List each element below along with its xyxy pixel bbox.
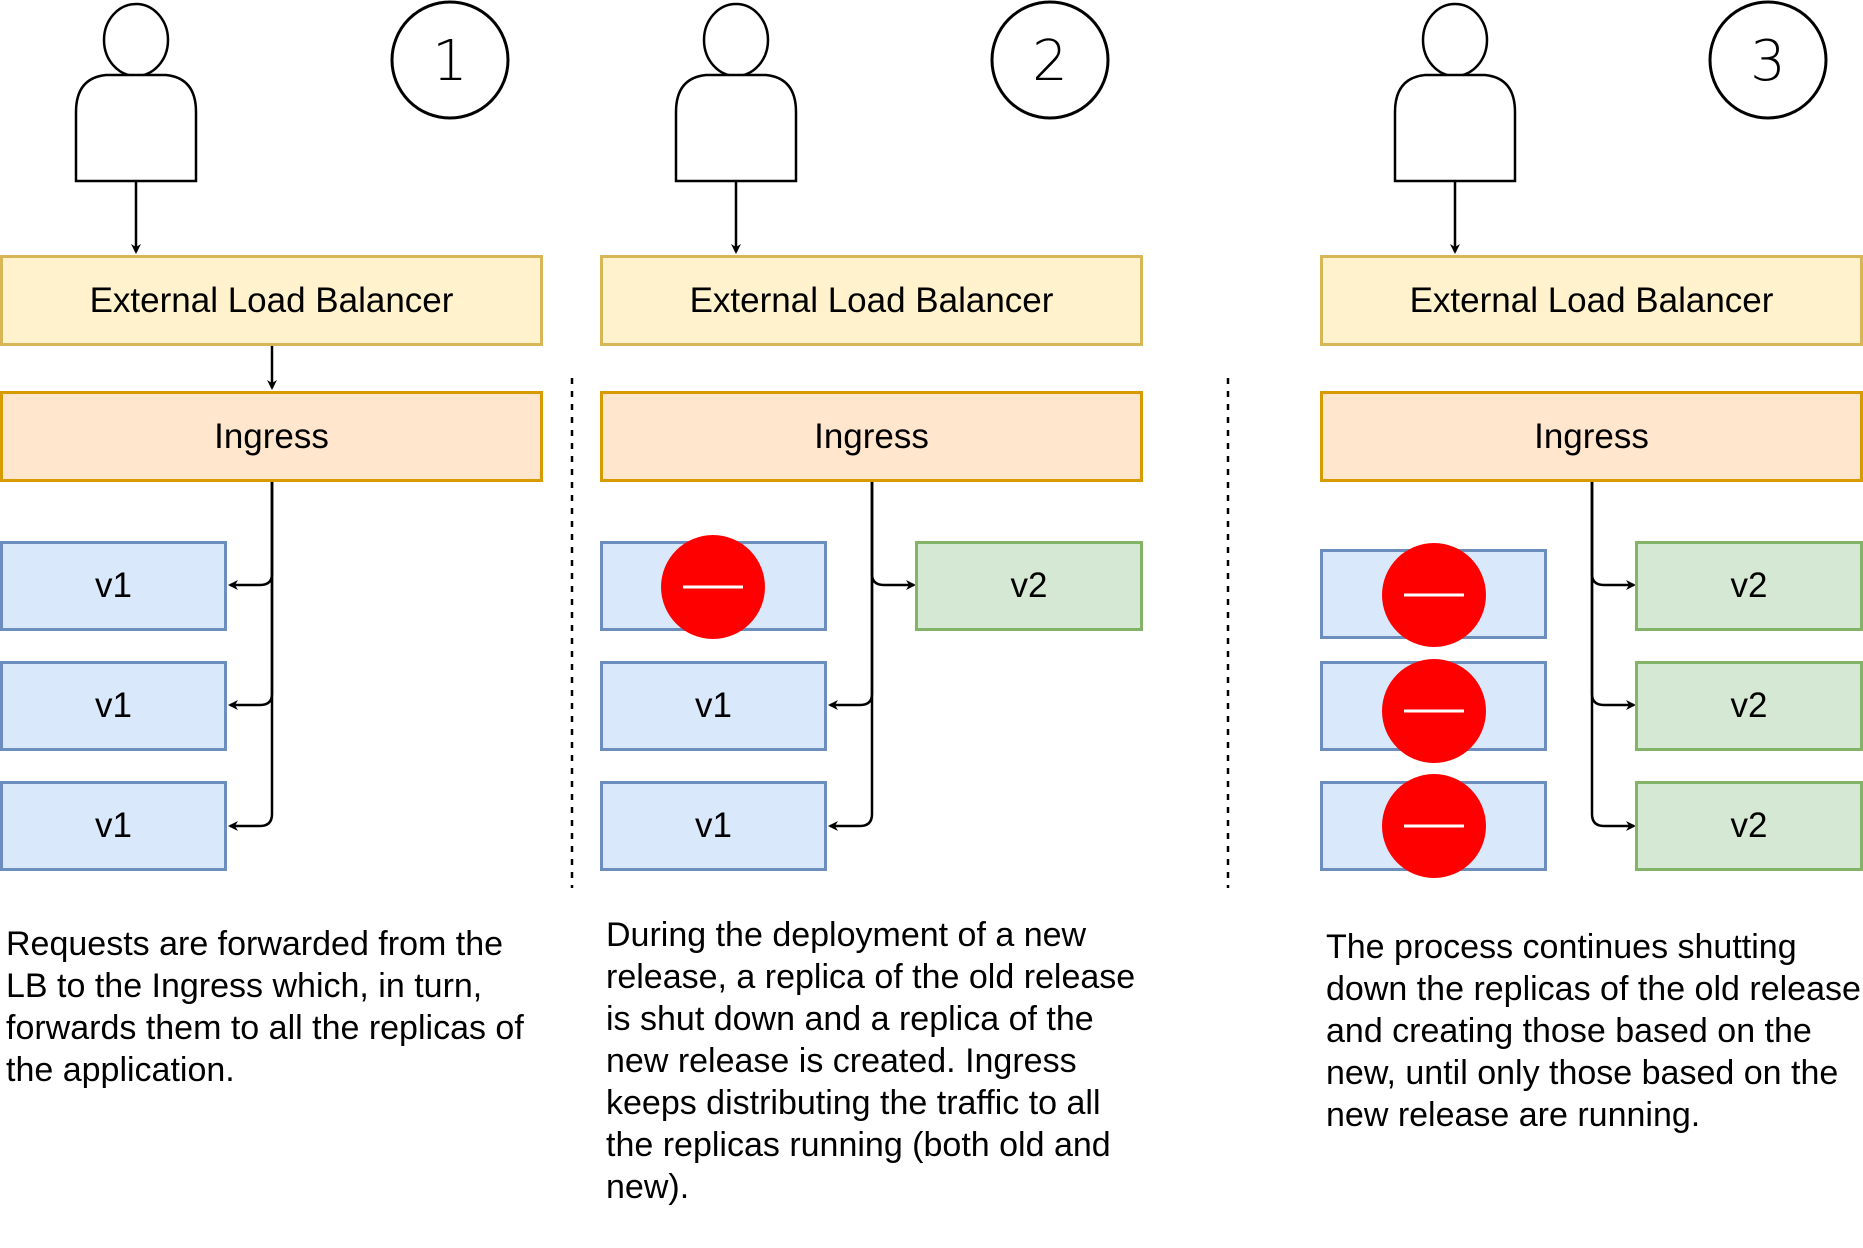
- load-balancer-label: External Load Balancer: [1409, 280, 1774, 320]
- ingress-label: Ingress: [814, 416, 929, 456]
- user-icon: [1393, 2, 1517, 183]
- load-balancer-label: External Load Balancer: [689, 280, 1054, 320]
- replica-label: v1: [95, 806, 132, 845]
- old-replica: v1: [0, 781, 227, 871]
- replica-label: v2: [1010, 566, 1048, 605]
- step-number-circle: 2: [990, 0, 1110, 120]
- step-caption: Requests are forwarded from the LB to th…: [6, 925, 524, 1089]
- old-replica: v1: [600, 661, 827, 751]
- replica-label: v1: [695, 686, 732, 725]
- replica-label: v1: [695, 806, 732, 845]
- external-load-balancer: External Load Balancer: [600, 255, 1143, 346]
- old-replica: v1: [600, 781, 827, 871]
- replica-label: v2: [1730, 806, 1768, 845]
- connector-arrow: [1590, 482, 1636, 831]
- load-balancer-label: External Load Balancer: [89, 280, 454, 320]
- replica-label: v1: [95, 566, 132, 605]
- ingress-label: Ingress: [214, 416, 329, 456]
- replica-label: v2: [1730, 686, 1768, 725]
- new-replica: v2: [915, 541, 1143, 631]
- step-number-circle: 3: [1708, 0, 1828, 120]
- replica-label: v2: [1730, 566, 1768, 605]
- ingress-label: Ingress: [1534, 416, 1649, 456]
- step-caption: The process continues shutting down the …: [1326, 928, 1861, 1134]
- replica-label: v1: [95, 686, 132, 725]
- ingress: Ingress: [0, 391, 543, 482]
- old-replica: v1: [0, 661, 227, 751]
- no-entry-icon: [1382, 774, 1486, 878]
- external-load-balancer: External Load Balancer: [0, 255, 543, 346]
- old-replica: v1: [0, 541, 227, 631]
- step-caption: During the deployment of a new release, …: [606, 916, 1136, 1206]
- step-number: 1: [432, 29, 468, 94]
- user-icon: [74, 2, 198, 183]
- step-number: 3: [1750, 29, 1786, 94]
- ingress: Ingress: [1320, 391, 1863, 482]
- no-entry-icon: [1382, 543, 1486, 647]
- no-entry-icon: [661, 535, 765, 639]
- step-number: 2: [1032, 29, 1068, 94]
- step-number-circle: 1: [390, 0, 510, 120]
- ingress: Ingress: [600, 391, 1143, 482]
- no-entry-icon: [1382, 659, 1486, 763]
- connector-arrow: [228, 482, 274, 831]
- connector-arrow: [828, 482, 874, 831]
- user-icon: [674, 2, 798, 183]
- new-replica: v2: [1635, 661, 1863, 751]
- new-replica: v2: [1635, 541, 1863, 631]
- external-load-balancer: External Load Balancer: [1320, 255, 1863, 346]
- new-replica: v2: [1635, 781, 1863, 871]
